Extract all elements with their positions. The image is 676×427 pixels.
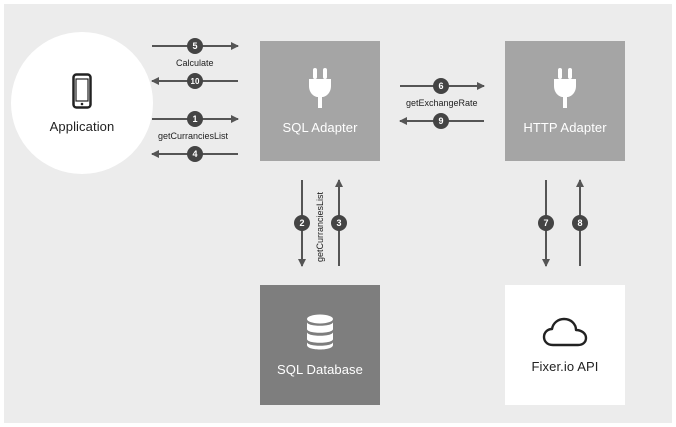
sql-adapter-node: SQL Adapter — [260, 41, 380, 161]
connector-layer: 5 10 1 4 6 — [151, 38, 588, 267]
arrow-step-4: 4 — [151, 146, 238, 162]
plug-icon — [309, 67, 331, 108]
sql-database-label: SQL Database — [277, 361, 363, 377]
application-label: Application — [49, 118, 115, 134]
edge-label-calculate: Calculate — [176, 58, 214, 68]
smartphone-icon — [72, 72, 92, 109]
arrow-step-2: 2 — [294, 180, 310, 267]
arrow-step-7: 7 — [538, 180, 554, 267]
edge-label-get-currancies-list: getCurranciesList — [158, 131, 229, 141]
step-badge-5: 5 — [192, 41, 197, 51]
database-icon — [307, 314, 333, 349]
step-badge-6: 6 — [438, 81, 443, 91]
step-badge-10: 10 — [191, 77, 200, 86]
arrow-step-1: 1 — [152, 111, 239, 127]
step-badge-1: 1 — [192, 114, 197, 124]
step-badge-9: 9 — [438, 116, 443, 126]
fixer-api-node: Fixer.io API — [505, 285, 625, 405]
arrow-step-10: 10 — [151, 73, 238, 89]
http-adapter-label: HTTP Adapter — [523, 119, 607, 135]
fixer-api-label: Fixer.io API — [531, 358, 599, 374]
arrow-step-5: 5 — [152, 38, 239, 54]
http-adapter-node: HTTP Adapter — [505, 41, 625, 161]
application-node: Application — [11, 32, 153, 174]
arrow-step-8: 8 — [572, 179, 588, 266]
edge-label-get-currancies-list-vertical: getCurranciesList — [315, 191, 325, 262]
step-badge-2: 2 — [299, 218, 304, 228]
plug-icon — [554, 67, 576, 108]
cloud-icon — [542, 317, 588, 346]
sql-adapter-label: SQL Adapter — [282, 119, 358, 135]
arrow-step-9: 9 — [399, 113, 484, 129]
edge-label-get-exchange-rate: getExchangeRate — [406, 98, 478, 108]
sql-database-node: SQL Database — [260, 285, 380, 405]
step-badge-4: 4 — [192, 149, 197, 159]
step-badge-7: 7 — [543, 218, 548, 228]
diagram-canvas: Application SQL Adapter HTTP Adapter — [4, 4, 672, 423]
arrow-step-3: 3 — [331, 179, 347, 266]
step-badge-8: 8 — [577, 218, 582, 228]
step-badge-3: 3 — [336, 218, 341, 228]
arrow-step-6: 6 — [400, 78, 485, 94]
